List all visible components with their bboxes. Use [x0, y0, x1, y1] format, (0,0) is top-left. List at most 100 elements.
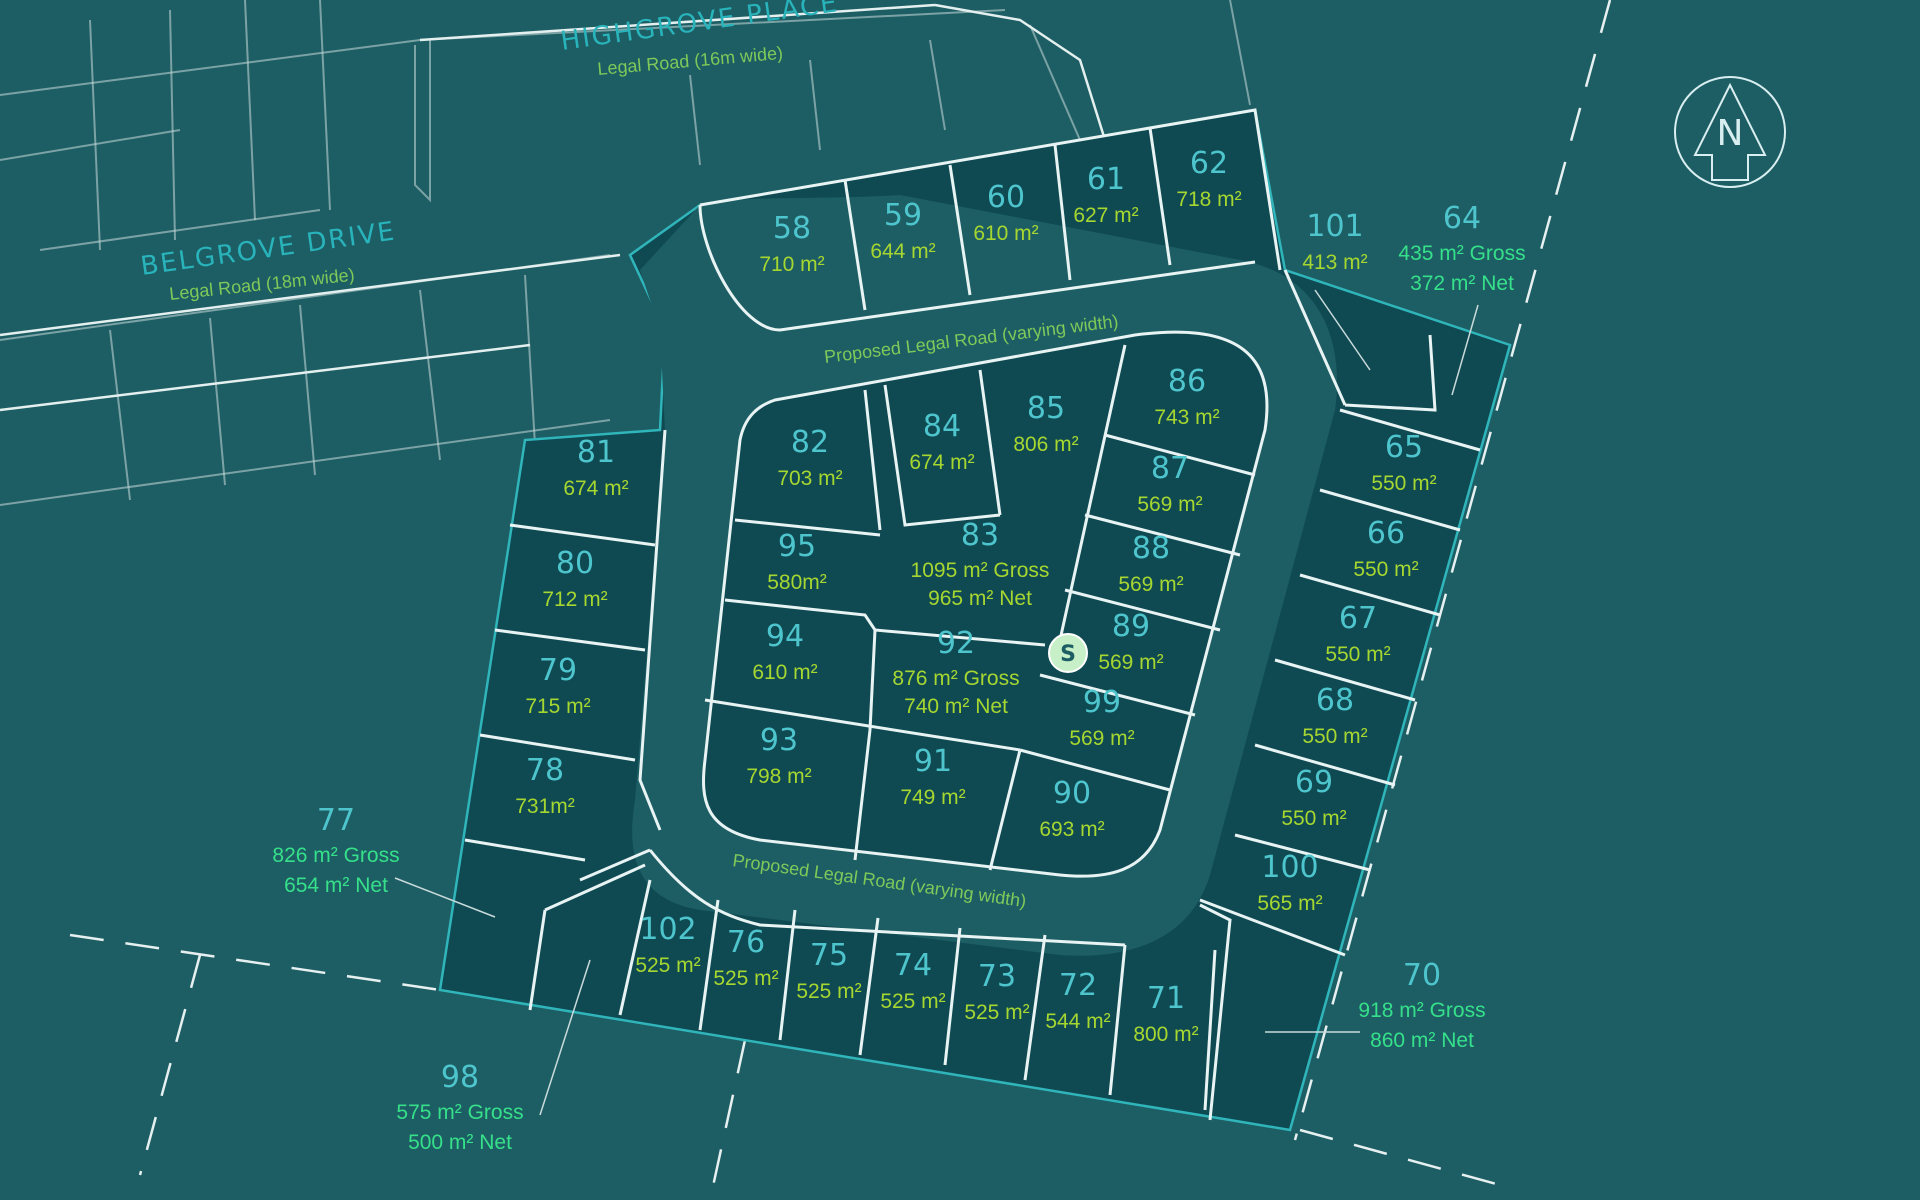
lot-60[interactable]: 60 610 m²: [973, 180, 1038, 245]
lot-number: 91: [914, 744, 952, 779]
lot-area: 610 m²: [973, 222, 1038, 245]
lot-net-area: 860 m² Net: [1370, 1029, 1474, 1052]
lot-number: 75: [810, 938, 848, 973]
lot-68[interactable]: 68 550 m²: [1302, 683, 1367, 748]
lot-number: 89: [1112, 609, 1150, 644]
lot-number: 83: [961, 518, 999, 553]
lot-number: 76: [727, 925, 765, 960]
lot-number: 95: [778, 529, 816, 564]
lot-gross-area: 1095 m² Gross: [911, 559, 1050, 582]
lot-area: 550 m²: [1371, 472, 1436, 495]
lot-87[interactable]: 87 569 m²: [1137, 451, 1202, 516]
lot-number: 71: [1147, 981, 1185, 1016]
lot-gross-area: 575 m² Gross: [396, 1101, 523, 1124]
lot-number: 82: [791, 425, 829, 460]
lot-number: 100: [1261, 850, 1318, 885]
lot-number: 78: [526, 753, 564, 788]
lot-area: 525 m²: [964, 1001, 1029, 1024]
lot-area: 693 m²: [1039, 818, 1104, 841]
lot-area: 565 m²: [1257, 892, 1322, 915]
lot-net-area: 372 m² Net: [1410, 272, 1514, 295]
lot-100[interactable]: 100 565 m²: [1257, 850, 1322, 915]
lot-number: 61: [1087, 162, 1125, 197]
lots-west: [464, 429, 667, 862]
lot-number: 93: [760, 723, 798, 758]
lot-number: 87: [1151, 451, 1189, 486]
lot-number: 77: [317, 803, 355, 838]
lot-number: 62: [1190, 146, 1228, 181]
lot-area: 413 m²: [1302, 251, 1367, 274]
lot-gross-area: 918 m² Gross: [1358, 999, 1485, 1022]
lot-area: 806 m²: [1013, 433, 1078, 456]
highgrove-name: HIGHGROVE PLACE: [559, 0, 841, 57]
lot-number: 90: [1053, 776, 1091, 811]
existing-road-edges: [0, 3, 1107, 412]
lot-number: 73: [978, 959, 1016, 994]
lot-area: 550 m²: [1302, 725, 1367, 748]
lot-number: 81: [577, 435, 615, 470]
lot-number: 60: [987, 180, 1025, 215]
lot-net-area: 740 m² Net: [904, 695, 1008, 718]
north-arrow-icon: N: [1674, 76, 1786, 188]
lot-area: 525 m²: [635, 954, 700, 977]
lot-number: 72: [1059, 968, 1097, 1003]
boundary-lines: [69, 0, 1612, 1200]
sales-marker-icon[interactable]: S: [1048, 633, 1088, 673]
lot-number: 69: [1295, 765, 1333, 800]
lot-80[interactable]: 80 712 m²: [542, 546, 607, 611]
lot-number: 80: [556, 546, 594, 581]
lot-number: 79: [539, 653, 577, 688]
lot-gross-area: 876 m² Gross: [892, 667, 1019, 690]
lots-east: [1199, 269, 1481, 1121]
lot-area: 544 m²: [1045, 1010, 1110, 1033]
lot-number: 68: [1316, 683, 1354, 718]
lot-area: 712 m²: [542, 588, 607, 611]
lot-number: 58: [773, 211, 811, 246]
lot-70[interactable]: 70 918 m² Gross 860 m² Net: [1358, 958, 1485, 1052]
lot-72[interactable]: 72 544 m²: [1045, 968, 1110, 1033]
lot-area: 569 m²: [1137, 493, 1202, 516]
lot-90[interactable]: 90 693 m²: [1039, 776, 1104, 841]
lot-number: 59: [884, 198, 922, 233]
proposed-road: [632, 195, 1338, 956]
lot-69[interactable]: 69 550 m²: [1281, 765, 1346, 830]
lot-area: 550 m²: [1281, 807, 1346, 830]
lot-number: 70: [1403, 958, 1441, 993]
existing-parcels: [0, 0, 1251, 506]
lot-73[interactable]: 73 525 m²: [964, 959, 1029, 1024]
lot-net-area: 654 m² Net: [284, 874, 388, 897]
